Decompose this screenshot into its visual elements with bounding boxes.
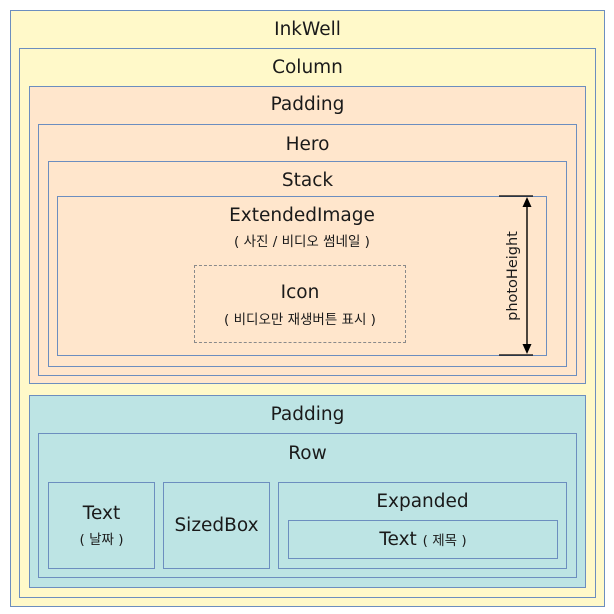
text-date-box: Text ( 날짜 ) xyxy=(48,482,155,569)
icon-note: ( 비디오만 재생버튼 표시 ) xyxy=(224,312,376,328)
icon-label: Icon xyxy=(280,282,320,303)
padding-top-label: Padding xyxy=(270,94,345,115)
extended-image-label: ExtendedImage xyxy=(229,205,375,226)
inkwell-label: InkWell xyxy=(274,19,341,40)
text-title-note: ( 제목 ) xyxy=(422,533,467,549)
text-title-box: Text ( 제목 ) xyxy=(288,520,558,559)
sized-box: SizedBox xyxy=(163,482,270,569)
padding-bottom-label: Padding xyxy=(270,404,345,425)
text-date-label: Text xyxy=(82,503,121,524)
expanded-label: Expanded xyxy=(376,491,469,512)
column-label: Column xyxy=(272,57,343,78)
extended-image-note: ( 사진 / 비디오 썸네일 ) xyxy=(234,234,370,250)
stack-label: Stack xyxy=(281,170,334,191)
icon-box: Icon ( 비디오만 재생버튼 표시 ) xyxy=(194,265,406,343)
text-date-note: ( 날짜 ) xyxy=(79,532,124,548)
sized-box-label: SizedBox xyxy=(174,515,259,536)
extended-image-box: ExtendedImage ( 사진 / 비디오 썸네일 ) xyxy=(57,196,547,356)
photo-height-label: photoHeight xyxy=(505,231,521,321)
row-label: Row xyxy=(288,443,327,464)
text-title-row: Text ( 제목 ) xyxy=(289,530,557,551)
text-title-label: Text xyxy=(379,529,417,550)
hero-label: Hero xyxy=(285,134,330,155)
